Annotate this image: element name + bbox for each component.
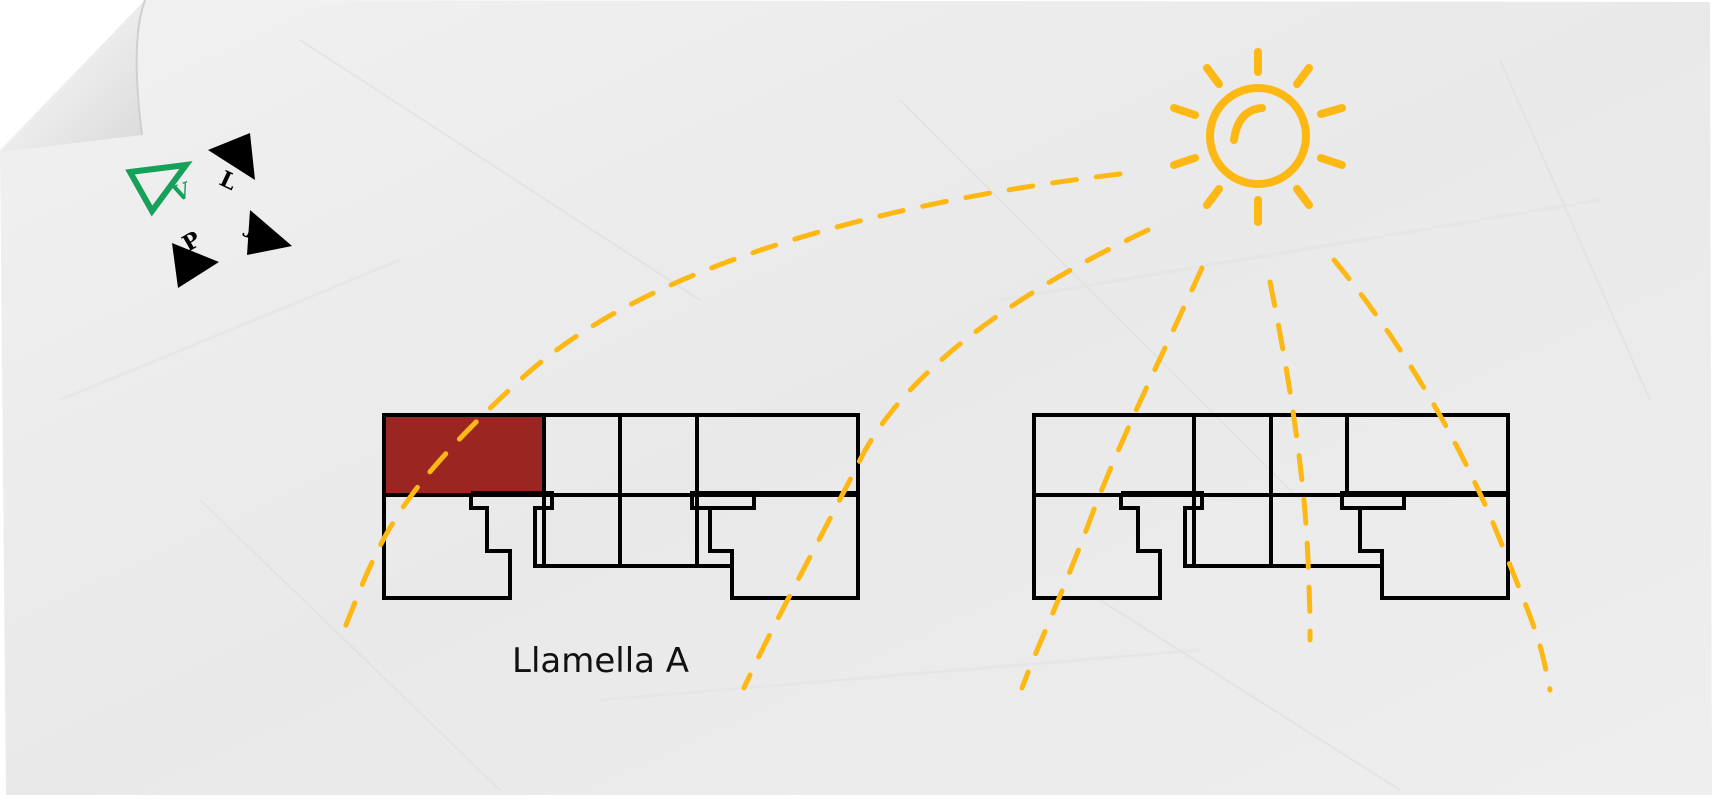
logo-green-triangle	[125, 161, 193, 217]
sun-paths	[337, 171, 1553, 693]
highlighted-unit[interactable]	[384, 415, 544, 493]
logo-triangle-bottom-right	[247, 210, 292, 255]
sun-path-3	[1019, 265, 1205, 691]
sun-path-2	[741, 227, 1151, 691]
logo-triangle-top-right	[208, 133, 255, 180]
building-b-plan	[1032, 413, 1510, 600]
sun-path-5	[1331, 257, 1553, 693]
sun-icon	[1170, 48, 1346, 226]
sun-path-1	[337, 171, 1123, 643]
page-curl-icon	[0, 0, 146, 152]
building-a-plan	[382, 413, 860, 600]
logo-triangle-bottom-left	[172, 243, 219, 288]
building-a-label: Llamella A	[512, 641, 689, 681]
